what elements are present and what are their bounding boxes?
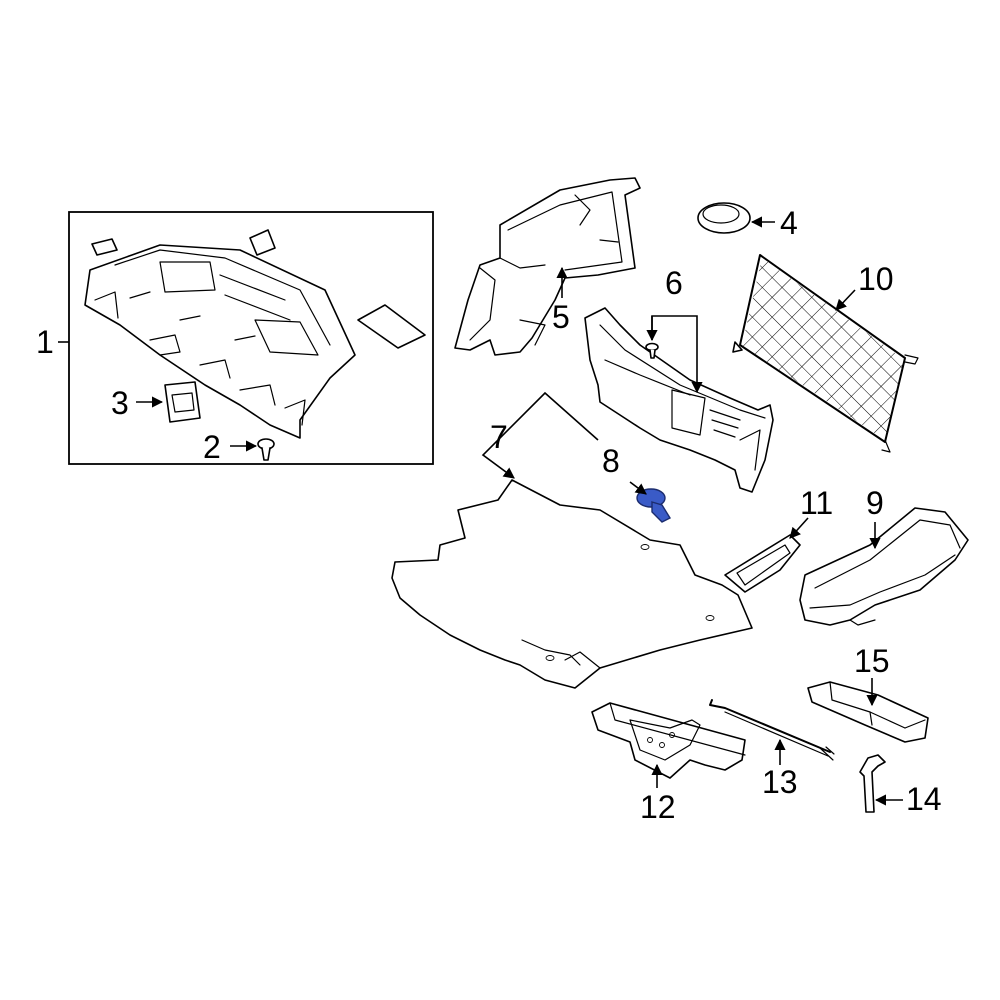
package-tray[interactable] bbox=[84, 244, 356, 439]
callout-10: 10 bbox=[858, 261, 894, 297]
callout-8: 8 bbox=[602, 443, 620, 479]
callout-13: 13 bbox=[762, 764, 798, 800]
storage-tray[interactable] bbox=[799, 507, 969, 626]
callout-2: 2 bbox=[203, 429, 221, 465]
cargo-net[interactable] bbox=[732, 254, 919, 453]
clip-right bbox=[249, 229, 276, 256]
jack[interactable] bbox=[591, 702, 746, 779]
callout-1: 1 bbox=[36, 324, 54, 360]
side-trim-panel[interactable] bbox=[584, 307, 774, 493]
callout-14: 14 bbox=[906, 781, 942, 817]
callout-5: 5 bbox=[552, 299, 570, 335]
leader-8 bbox=[629, 481, 647, 495]
callout-6: 6 bbox=[665, 265, 683, 301]
leader-10 bbox=[835, 289, 856, 311]
callout-7: 7 bbox=[490, 419, 508, 455]
package-tray-group-frame bbox=[68, 211, 434, 465]
tray-bracket[interactable] bbox=[164, 381, 201, 423]
trunk-floor-mat[interactable] bbox=[391, 479, 753, 689]
quarter-trim-panel[interactable] bbox=[454, 177, 641, 356]
callout-9: 9 bbox=[866, 485, 884, 521]
leader-7 bbox=[481, 391, 599, 479]
cover-cap[interactable] bbox=[697, 202, 751, 234]
callout-4: 4 bbox=[780, 205, 798, 241]
tray-cover-plate bbox=[357, 304, 426, 349]
tool-case[interactable] bbox=[807, 681, 929, 743]
leader-11 bbox=[789, 517, 809, 539]
clip-left bbox=[91, 238, 118, 256]
callout-11: 11 bbox=[800, 485, 833, 521]
screw[interactable] bbox=[257, 438, 275, 461]
jack-handle-rod[interactable] bbox=[709, 699, 835, 761]
callout-15: 15 bbox=[854, 643, 890, 679]
callout-3: 3 bbox=[111, 385, 129, 421]
trunk-handle[interactable] bbox=[724, 534, 801, 593]
push-pin-retainer[interactable] bbox=[636, 488, 671, 523]
trim-screw[interactable] bbox=[645, 342, 659, 359]
callout-12: 12 bbox=[640, 789, 676, 825]
wheel-wrench[interactable] bbox=[859, 754, 886, 813]
